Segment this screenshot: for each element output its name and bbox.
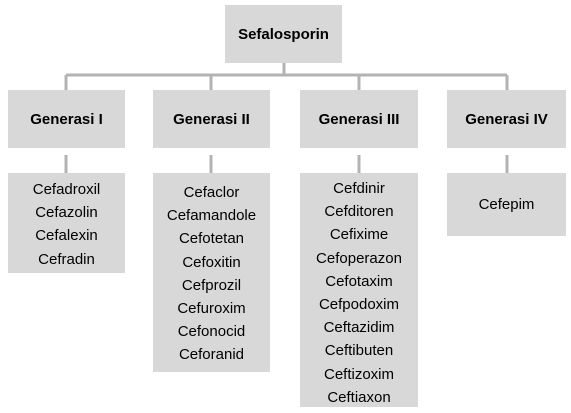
drug-item: Ceforanid	[178, 346, 245, 364]
drug-item: Cefaclor	[183, 184, 240, 201]
drug-item: Cefprozil	[181, 276, 242, 294]
gen-2-node: Generasi II	[153, 90, 270, 148]
gen-2-label: Generasi II	[173, 110, 250, 128]
drug-item: Cefamandole	[166, 207, 257, 225]
drug-item: Cefoxitin	[182, 253, 241, 271]
drug-item: Ceftibuten	[324, 342, 394, 360]
drug-item: Ceftazidim	[323, 319, 395, 337]
drug-item: Ceftiaxon	[327, 388, 391, 406]
gen-4-label: Generasi IV	[465, 110, 548, 128]
drug-item: Cefazolin	[35, 204, 98, 222]
gen-3-label: Generasi III	[318, 110, 400, 128]
gen-1-drug-list: Cefadroxil Cefazolin Cefalexin Cefradin	[8, 173, 125, 273]
drug-item: Cefadroxil	[32, 181, 101, 198]
gen-4-drug-list: Cefepim	[447, 173, 566, 236]
gen-2-drug-list: Cefaclor Cefamandole Cefotetan Cefoxitin…	[153, 173, 270, 372]
drug-item: Cefepim	[478, 196, 535, 213]
drug-item: Cefotaxim	[325, 272, 393, 290]
drug-item: Cefdinir	[333, 180, 385, 197]
gen-3-drug-list: Cefdinir Cefditoren Cefixime Cefoperazon…	[300, 173, 418, 407]
gen-4-node: Generasi IV	[447, 90, 566, 148]
drug-item: Cefditoren	[324, 203, 394, 221]
gen-1-node: Generasi I	[8, 90, 125, 148]
drug-item: Ceftizoxim	[323, 365, 394, 383]
drug-item: Cefuroxim	[177, 300, 246, 318]
gen-1-label: Generasi I	[30, 110, 103, 128]
drug-item: Cefotetan	[178, 230, 245, 248]
drug-item: Cefoperazon	[316, 249, 402, 267]
root-label: Sefalosporin	[238, 25, 329, 43]
drug-item: Cefpodoxim	[318, 296, 400, 314]
drug-item: Cefradin	[38, 250, 95, 268]
gen-3-node: Generasi III	[300, 90, 418, 148]
drug-item: Cefonocid	[177, 323, 246, 341]
drug-item: Cefixime	[329, 226, 389, 244]
drug-item: Cefalexin	[35, 227, 98, 245]
root-node: Sefalosporin	[225, 5, 342, 63]
